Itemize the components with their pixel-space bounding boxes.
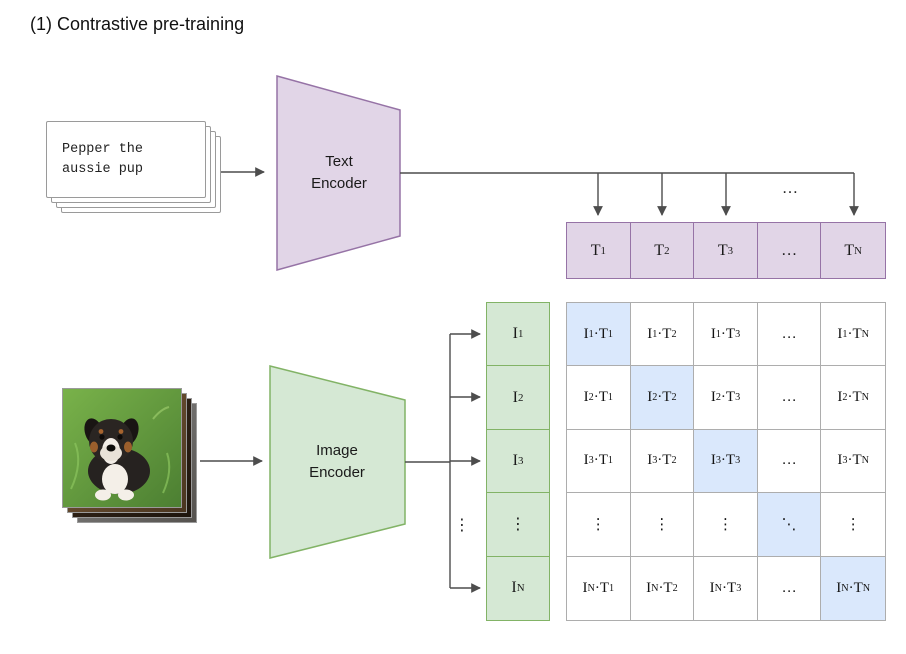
matrix-cell-r4c4: ⋱: [757, 493, 822, 557]
image-input-photo-stack: [62, 388, 202, 528]
matrix-cell-r4c2: ⋮: [630, 493, 695, 557]
text-encoder-shape: [276, 75, 401, 271]
puppy-photo: [63, 389, 181, 507]
ellipsis-left-of-i-column: ⋮: [454, 517, 470, 534]
image-embedding-ellipsis: ⋮: [487, 493, 549, 557]
matrix-cell-r5c4: …: [758, 556, 822, 620]
matrix-cell-r3c4: …: [757, 429, 822, 494]
matrix-cell-r4c3: ⋮: [694, 493, 758, 557]
matrix-cell-r4c5: ⋮: [821, 493, 885, 557]
text-embedding-ellipsis: …: [758, 223, 822, 278]
photo-card-front: [62, 388, 182, 508]
figure-title: (1) Contrastive pre-training: [30, 14, 245, 34]
matrix-cell-r2c4: …: [757, 366, 822, 430]
matrix-cell-r1c4: …: [757, 303, 822, 367]
matrix-cell-r4c1: ⋮: [567, 493, 631, 557]
ellipsis-above-t-row: …: [782, 180, 798, 197]
image-encoder-shape: [269, 365, 406, 559]
